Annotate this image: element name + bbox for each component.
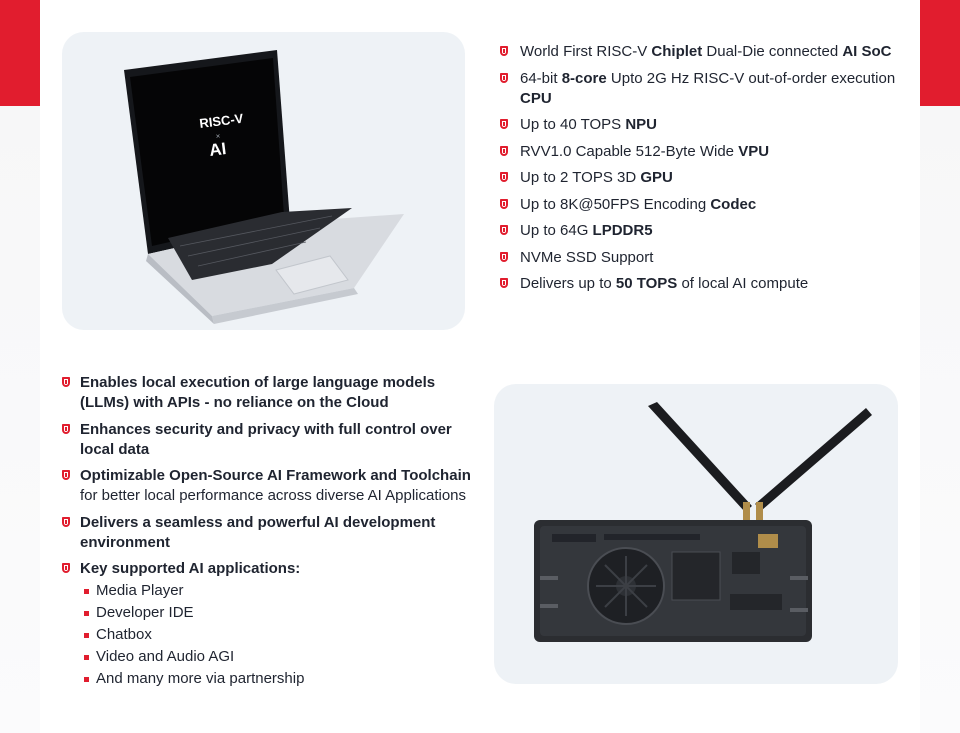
application-item: Chatbox	[80, 625, 482, 645]
benefit-item-text: Enables local execution of large languag…	[80, 374, 436, 411]
application-item-text: Video and Audio AGI	[96, 648, 235, 665]
application-item: Media Player	[80, 581, 482, 601]
square-bullet-icon	[84, 655, 89, 660]
feature-list: World First RISC-V Chiplet Dual-Die conn…	[500, 42, 900, 301]
feature-item: NVMe SSD Support	[500, 248, 900, 268]
feature-item: Up to 8K@50FPS Encoding Codec	[500, 195, 900, 215]
laptop-screen-ai: AI	[208, 139, 227, 160]
feature-item: Up to 64G LPDDR5	[500, 221, 900, 241]
application-item-text: Developer IDE	[96, 604, 194, 621]
dev-board-image-card	[494, 384, 898, 684]
benefit-item: Enhances security and privacy with full …	[62, 420, 482, 460]
application-item: Developer IDE	[80, 603, 482, 623]
feature-item-text: Up to 2 TOPS 3D	[520, 169, 641, 186]
feature-item: RVV1.0 Capable 512-Byte Wide VPU	[500, 142, 900, 162]
feature-item: Up to 40 TOPS NPU	[500, 115, 900, 135]
shield-bullet-icon	[500, 46, 508, 56]
shield-bullet-icon	[62, 516, 70, 527]
shield-bullet-icon	[500, 225, 508, 235]
feature-item-text: Dual-Die connected	[702, 43, 843, 60]
feature-item-text: GPU	[640, 169, 673, 186]
feature-item-text: Up to 40 TOPS	[520, 116, 626, 133]
application-item-text: Media Player	[96, 582, 184, 599]
application-item: Video and Audio AGI	[80, 647, 482, 667]
shield-bullet-icon	[500, 198, 508, 209]
feature-item-text: Chiplet	[651, 43, 703, 60]
square-bullet-icon	[84, 611, 89, 616]
feature-item: Delivers up to 50 TOPS of local AI compu…	[500, 274, 900, 294]
shield-bullet-icon	[500, 119, 508, 129]
benefit-item-text: Optimizable Open-Source AI Framework and…	[80, 467, 471, 484]
shield-bullet-icon	[62, 423, 70, 434]
shield-bullet-icon	[500, 145, 508, 156]
feature-item-text: NPU	[625, 116, 658, 133]
square-bullet-icon	[84, 677, 89, 682]
benefit-item-text: Delivers a seamless and powerful AI deve…	[80, 513, 436, 551]
feature-item-text: World First RISC-V	[520, 43, 652, 60]
feature-item-text: 64-bit	[520, 69, 562, 87]
benefit-item-text: Enhances security and privacy with full …	[80, 420, 452, 458]
feature-item: Up to 2 TOPS 3D GPU	[500, 168, 900, 188]
feature-item-text: NVMe SSD Support	[520, 248, 654, 266]
feature-item-text: 8-core	[561, 69, 607, 87]
feature-item-text: Delivers up to	[520, 275, 616, 292]
benefit-item-text: for better local performance across dive…	[80, 487, 467, 504]
feature-item-text: AI SoC	[842, 43, 892, 60]
shield-bullet-icon	[62, 470, 70, 480]
feature-item-text: Codec	[710, 195, 757, 213]
benefit-item-text: Key supported AI applications:	[80, 560, 301, 577]
left-accent-bar	[0, 0, 40, 733]
right-accent-bar	[920, 0, 960, 733]
laptop-image-card: RISC-V × AI	[62, 32, 465, 330]
shield-bullet-icon	[500, 172, 508, 182]
dev-board-image	[534, 402, 872, 642]
benefit-list: Enables local execution of large languag…	[62, 373, 482, 696]
shield-bullet-icon	[500, 72, 508, 83]
feature-item-text: of local AI compute	[677, 275, 809, 292]
laptop-image: RISC-V × AI	[124, 50, 404, 324]
feature-item-text: 50 TOPS	[615, 275, 678, 292]
feature-item-text: LPDDR5	[592, 222, 653, 239]
feature-item-text: Up to 8K@50FPS Encoding	[520, 195, 711, 213]
shield-bullet-icon	[62, 377, 70, 387]
square-bullet-icon	[84, 633, 89, 638]
square-bullet-icon	[84, 589, 89, 594]
application-item-text: Chatbox	[96, 626, 152, 643]
feature-item-text: Upto 2G Hz RISC-V out-of-order execution	[606, 69, 896, 87]
feature-item-text: Up to 64G	[520, 222, 593, 239]
benefit-item: Optimizable Open-Source AI Framework and…	[62, 466, 482, 506]
feature-item-text: RVV1.0 Capable 512-Byte Wide	[520, 142, 739, 160]
benefit-item: Key supported AI applications: Media Play…	[62, 559, 482, 689]
shield-bullet-icon	[500, 251, 508, 262]
laptop-screen-brand: RISC-V	[199, 111, 245, 131]
application-item: And many more via partnership	[80, 669, 482, 689]
feature-item: 64-bit 8-core Upto 2G Hz RISC-V out-of-o…	[500, 69, 900, 109]
application-item-text: And many more via partnership	[96, 670, 305, 687]
laptop-screen-sep: ×	[215, 131, 221, 141]
benefit-item: Enables local execution of large languag…	[62, 373, 482, 413]
shield-bullet-icon	[62, 563, 70, 573]
feature-item: World First RISC-V Chiplet Dual-Die conn…	[500, 42, 900, 62]
feature-item-text: VPU	[738, 142, 770, 160]
feature-item-text: CPU	[520, 89, 552, 107]
benefit-item: Delivers a seamless and powerful AI deve…	[62, 513, 482, 553]
shield-bullet-icon	[500, 278, 508, 288]
